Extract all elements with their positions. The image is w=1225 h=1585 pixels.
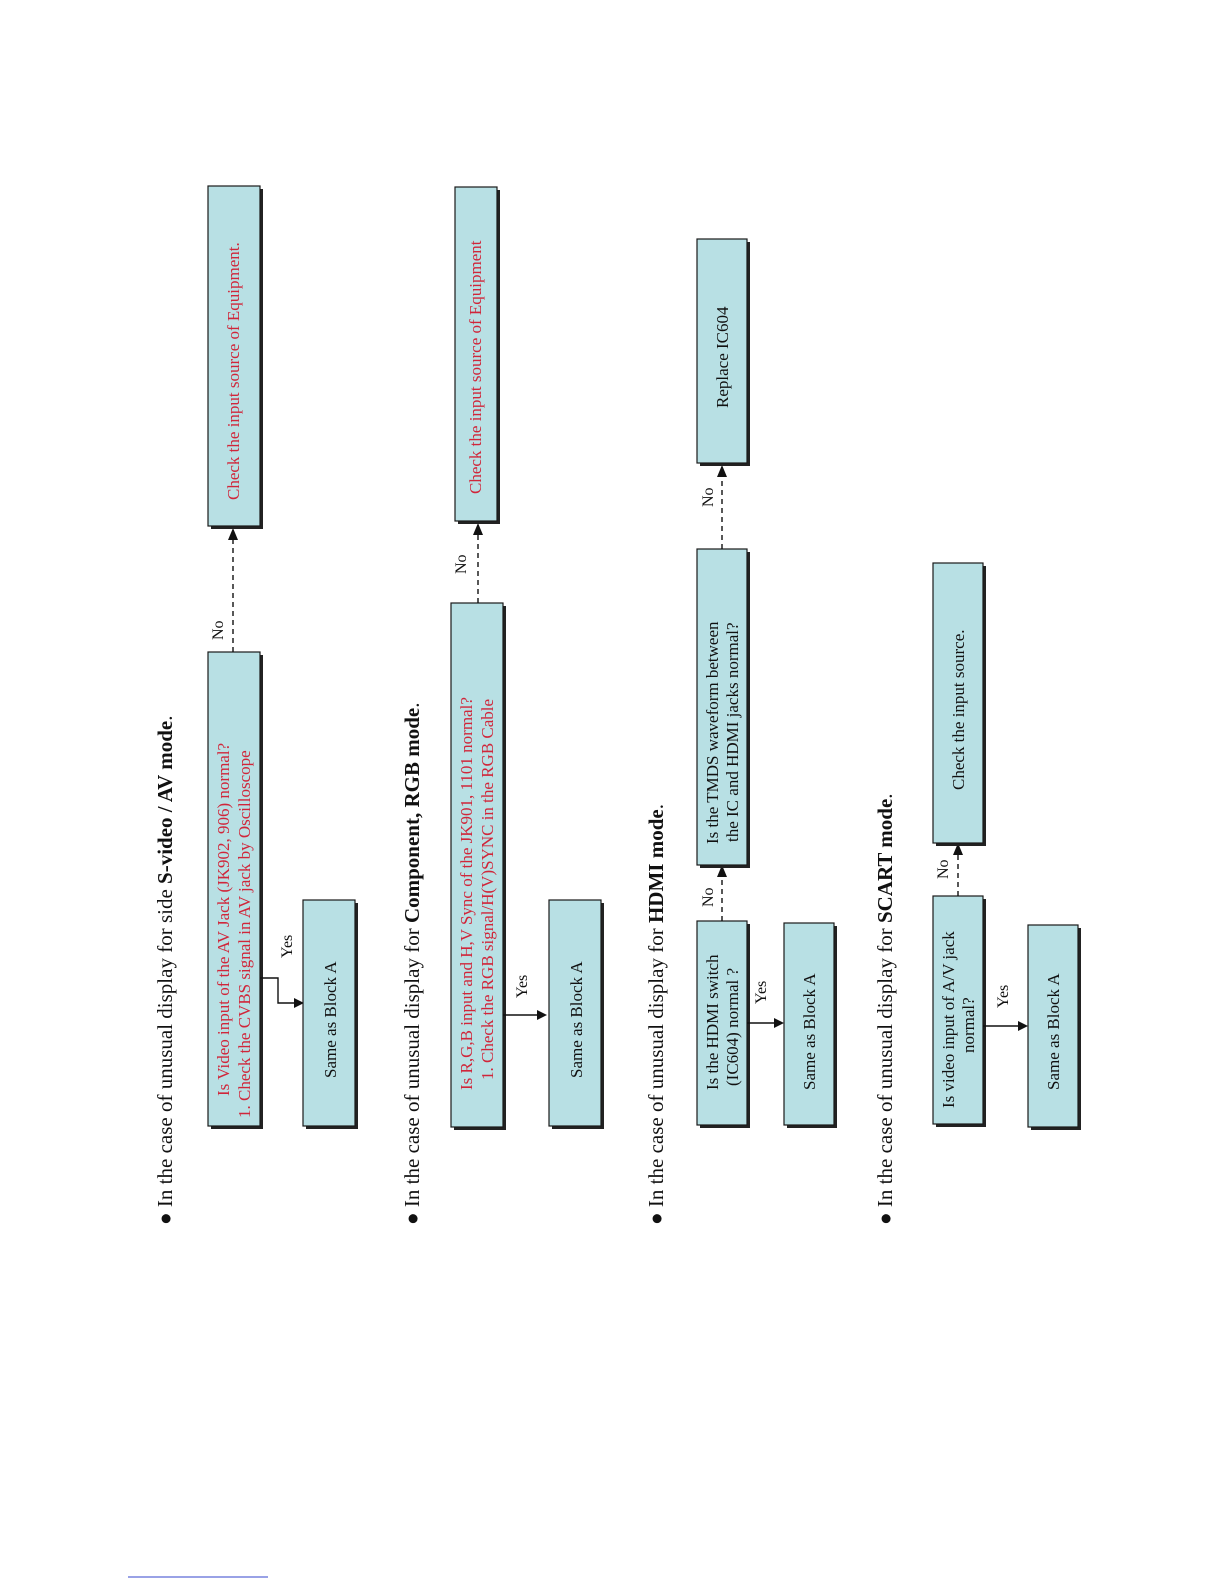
svg-text:Replace IC604: Replace IC604 [713, 306, 732, 408]
no-label: No [700, 487, 717, 507]
yes-label: Yes [995, 985, 1012, 1008]
question-box-svideo: Is Video input of the AV Jack (JK902, 90… [207, 651, 263, 1129]
svg-text:Is video input of A/V jack: Is video input of A/V jack [939, 931, 958, 1108]
svg-text:normal?: normal? [959, 997, 978, 1053]
svg-text:1. Check the CVBS signal in AV: 1. Check the CVBS signal in AV jack by O… [235, 750, 254, 1118]
svg-text:Same as Block A: Same as Block A [1044, 973, 1063, 1090]
bullet-icon: ● [644, 1212, 668, 1225]
result-box-check-input-equipment: Check the input source of Equipment [454, 186, 500, 524]
svg-text:● In the case of unusual displ: ● In the case of unusual display for Com… [400, 703, 424, 1225]
heading-hdmi: ● In the case of unusual display for HDM… [644, 804, 668, 1225]
svg-text:Is the TMDS waveform between: Is the TMDS waveform between [703, 621, 722, 844]
bullet-icon: ● [153, 1212, 177, 1225]
svg-text:● In the case of unusual displ: ● In the case of unusual display for SCA… [873, 793, 897, 1225]
svg-text:Same as Block A: Same as Block A [800, 973, 819, 1090]
svg-text:Is R,G,B input and H,V Sync of: Is R,G,B input and H,V Sync of the JK901… [457, 697, 476, 1090]
result-box-same-as-block-a: Same as Block A [548, 899, 604, 1129]
result-box-check-input-equipment: Check the input source of Equipment. [207, 185, 263, 529]
svg-text:Is Video input of the AV Jack: Is Video input of the AV Jack (JK902, 90… [214, 743, 233, 1096]
question-box-tmds-waveform: Is the TMDS waveform between the IC and … [696, 548, 750, 868]
no-label: No [700, 887, 717, 907]
bullet-icon: ● [400, 1212, 424, 1225]
result-box-replace-ic604: Replace IC604 [696, 238, 750, 466]
result-box-same-as-block-a: Same as Block A [302, 899, 358, 1129]
svg-text:Check the input source of Equi: Check the input source of Equipment [466, 240, 485, 494]
yes-label: Yes [279, 935, 296, 958]
no-label: No [210, 620, 227, 640]
bullet-icon: ● [873, 1212, 897, 1225]
section-scart: ● In the case of unusual display for SCA… [873, 562, 1081, 1225]
yes-label: Yes [514, 975, 531, 998]
question-box-rgb: Is R,G,B input and H,V Sync of the JK901… [450, 602, 506, 1130]
svg-text:Check the input source.: Check the input source. [949, 629, 968, 790]
svg-text:Same as Block A: Same as Block A [567, 961, 586, 1078]
no-label: No [453, 554, 470, 574]
heading-component-rgb: ● In the case of unusual display for Com… [400, 703, 424, 1225]
svg-text:Is the HDMI switch: Is the HDMI switch [703, 954, 722, 1090]
svg-text:the IC and HDMI jacks normal?: the IC and HDMI jacks normal? [723, 622, 742, 842]
no-label: No [935, 859, 952, 879]
svg-text:● In the case of unusual displ: ● In the case of unusual display for HDM… [644, 804, 668, 1225]
result-box-check-input-source: Check the input source. [932, 562, 986, 846]
section-component-rgb: ● In the case of unusual display for Com… [400, 186, 604, 1225]
yes-label: Yes [753, 981, 770, 1004]
svg-text:Check the input source of Equi: Check the input source of Equipment. [224, 242, 243, 500]
svg-text:(IC604) normal ?: (IC604) normal ? [723, 968, 742, 1086]
result-box-same-as-block-a: Same as Block A [783, 922, 837, 1128]
question-box-scart: Is video input of A/V jack normal? [932, 895, 986, 1127]
svg-text:● In the case of unusual displ: ● In the case of unusual display for sid… [153, 716, 177, 1225]
result-box-same-as-block-a: Same as Block A [1027, 924, 1081, 1130]
svg-text:1. Check the RGB signal/H(V)SY: 1. Check the RGB signal/H(V)SYNC in the … [478, 699, 497, 1080]
heading-svideo-av: ● In the case of unusual display for sid… [153, 716, 177, 1225]
question-box-hdmi-switch: Is the HDMI switch (IC604) normal ? [696, 920, 750, 1128]
heading-scart: ● In the case of unusual display for SCA… [873, 793, 897, 1225]
section-svideo-av: ● In the case of unusual display for sid… [153, 185, 358, 1225]
svg-text:Same as Block A: Same as Block A [321, 961, 340, 1078]
section-hdmi: ● In the case of unusual display for HDM… [644, 238, 837, 1225]
